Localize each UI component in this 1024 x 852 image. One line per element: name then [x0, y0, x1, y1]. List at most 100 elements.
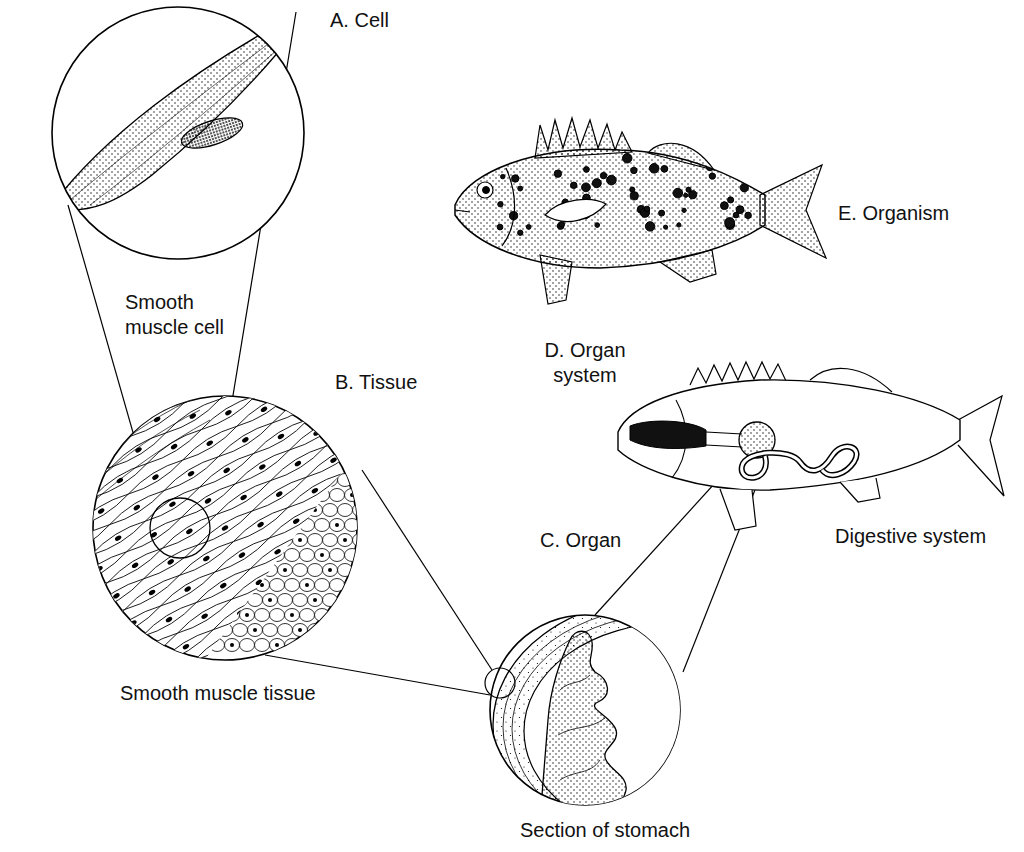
- round-cell: [240, 429, 255, 442]
- round-cell: [225, 429, 240, 442]
- cell-nucleus: [268, 598, 272, 602]
- round-cell: [255, 609, 270, 622]
- cell-nucleus: [358, 418, 362, 422]
- cell-nucleus: [245, 433, 249, 437]
- spindle-cell: [433, 283, 492, 325]
- round-cell: [375, 459, 390, 472]
- cell-nucleus: [435, 504, 443, 511]
- spindle-cell: [284, 528, 343, 570]
- fish-outline: [618, 380, 960, 490]
- cell-nucleus: [114, 534, 122, 541]
- cell-nucleus: [492, 355, 500, 362]
- round-cell: [353, 474, 368, 487]
- spindle-cell: [357, 463, 416, 505]
- cell-nucleus: [328, 568, 332, 572]
- cell-nucleus: [126, 735, 134, 742]
- cell-nucleus: [373, 478, 377, 482]
- cell-nucleus: [423, 304, 431, 311]
- round-cell: [240, 519, 255, 532]
- round-cell: [180, 459, 195, 472]
- cell-nucleus: [260, 583, 264, 587]
- cell-nucleus: [350, 583, 354, 587]
- round-cell: [225, 459, 240, 472]
- round-cell: [233, 474, 248, 487]
- round-cell: [218, 444, 233, 457]
- round-cell: [225, 639, 240, 652]
- round-cell: [375, 429, 390, 442]
- level-label: B. Tissue: [335, 370, 417, 395]
- round-cell: [285, 639, 300, 652]
- cell-nucleus: [280, 317, 288, 324]
- spindle-cell: [236, 331, 295, 373]
- cell-nucleus: [314, 372, 322, 379]
- spindle-cell: [335, 609, 394, 651]
- spindle-cell: [340, 436, 399, 478]
- cell-nucleus: [475, 328, 483, 335]
- spindle-cell: [255, 300, 314, 342]
- nucleus: [178, 112, 246, 155]
- round-cell: [255, 489, 270, 502]
- round-cell: [345, 579, 360, 592]
- cell-nucleus: [72, 768, 80, 775]
- round-cell: [218, 504, 233, 517]
- round-cell: [345, 489, 360, 502]
- cell-nucleus: [290, 613, 294, 617]
- fish-spot: [682, 208, 686, 212]
- spindle-cell: [389, 575, 448, 617]
- round-cell: [285, 489, 300, 502]
- cell-nucleus: [452, 531, 460, 538]
- fish-spot: [740, 184, 748, 192]
- round-cell: [180, 579, 195, 592]
- cell-nucleus: [75, 653, 83, 660]
- spindle-cell: [68, 606, 127, 648]
- round-cell: [375, 489, 390, 502]
- round-cell: [315, 459, 330, 472]
- cell-nucleus: [577, 490, 585, 497]
- spindle-cell: [0, 612, 56, 654]
- cell-nucleus: [199, 670, 207, 677]
- round-cell: [360, 609, 375, 622]
- cell-nucleus: [215, 583, 219, 587]
- cell-nucleus: [365, 553, 369, 557]
- cell-nucleus: [19, 745, 27, 752]
- cell-nucleus: [275, 643, 279, 647]
- round-cell: [263, 564, 278, 577]
- round-cell: [368, 534, 383, 547]
- spindle-cell: [31, 667, 90, 709]
- cell-nucleus: [28, 456, 36, 463]
- spindle-cell: [518, 419, 577, 461]
- spindle-cell: [38, 436, 97, 478]
- round-cell: [240, 609, 255, 622]
- cell-nucleus: [441, 273, 449, 280]
- cell-nucleus: [243, 378, 251, 385]
- cell-nucleus: [260, 493, 264, 497]
- round-cell: [173, 624, 188, 637]
- spindle-cell: [399, 229, 458, 271]
- spindle-cell: [326, 294, 385, 336]
- cell-nucleus: [44, 484, 52, 491]
- cell-nucleus: [90, 738, 98, 745]
- cell-nucleus: [401, 450, 409, 457]
- spindle-cell: [0, 646, 2, 688]
- spindle-cell: [0, 531, 5, 573]
- spindle-cell: [109, 429, 168, 471]
- cell-fibre: [90, 30, 300, 205]
- round-cell: [375, 519, 390, 532]
- spindle-cell: [0, 555, 58, 597]
- spindle-cell: [0, 558, 22, 600]
- fish-spot: [661, 165, 668, 172]
- spindle-cell: [128, 399, 187, 441]
- round-cell: [360, 429, 375, 442]
- stomach-lumen: [524, 623, 820, 839]
- fish-spot: [630, 192, 638, 200]
- round-cell: [255, 459, 270, 472]
- cell-nucleus: [275, 490, 283, 497]
- cell-nucleus: [200, 523, 204, 527]
- round-cell: [308, 564, 323, 577]
- spindle-cell: [182, 365, 241, 407]
- round-cell: [255, 429, 270, 442]
- round-cell: [330, 549, 345, 562]
- spindle-cell: [63, 779, 122, 821]
- round-cell: [285, 549, 300, 562]
- round-cell: [188, 474, 203, 487]
